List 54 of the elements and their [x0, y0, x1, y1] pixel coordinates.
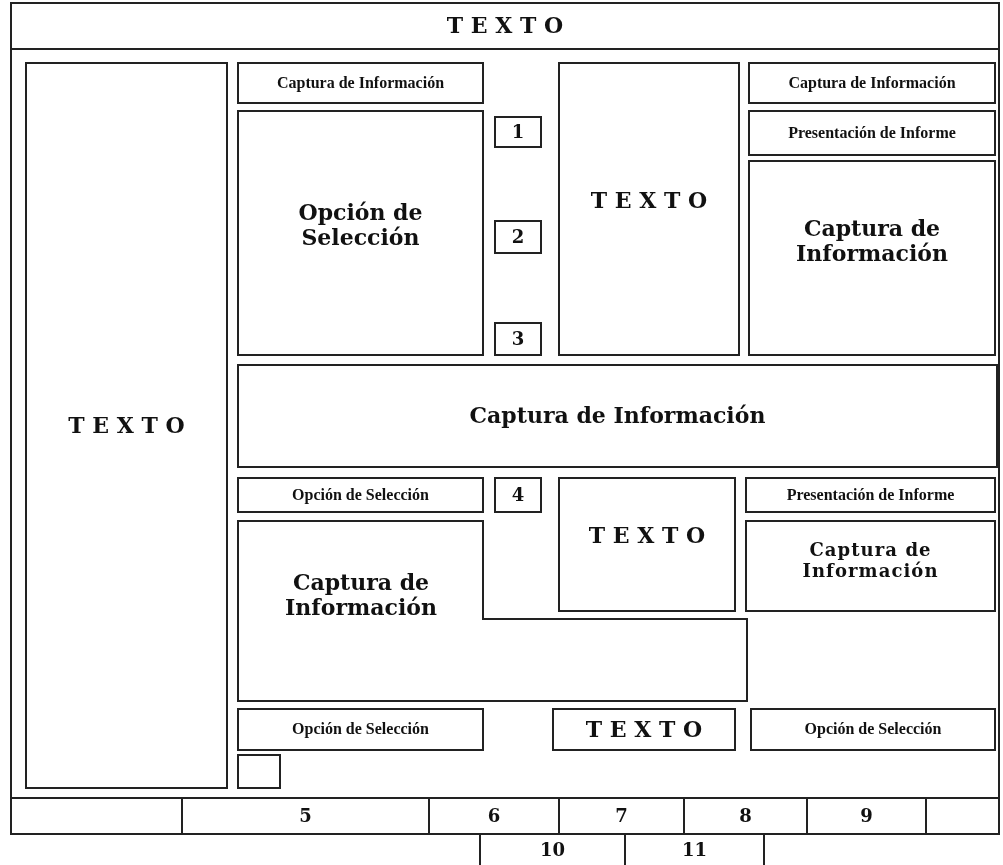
number-label: 11: [681, 839, 708, 861]
l-shaped-layout-box: [237, 520, 748, 702]
number-box: [494, 322, 542, 356]
number-box: [494, 220, 542, 254]
box-label: TEXTO: [588, 523, 713, 549]
layout-box: [558, 62, 740, 356]
layout-box: [748, 110, 996, 156]
layout-box: [748, 160, 996, 356]
box-label: Opción de Selección: [804, 720, 942, 739]
number-box: [683, 797, 808, 835]
number-label: 7: [615, 805, 628, 827]
number-label: 3: [511, 328, 525, 350]
number-box: [494, 116, 542, 148]
box-label: Captura de Información: [276, 73, 445, 93]
number-label: 5: [299, 805, 312, 827]
box-label: TEXTO: [68, 412, 193, 439]
layout-box: [748, 62, 996, 104]
layout-box: [558, 477, 736, 612]
box-label: TEXTO: [585, 716, 710, 743]
number-box: [181, 797, 430, 835]
layout-box: [237, 708, 484, 751]
number-label: 4: [511, 484, 525, 506]
box-label: Opción de Selección: [292, 485, 429, 505]
layout-box: [750, 708, 996, 751]
layout-box: [552, 708, 736, 751]
layout-box: [237, 62, 484, 104]
box-label: Captura de Información: [795, 216, 949, 267]
number-box: [806, 797, 927, 835]
box-label: TEXTO: [590, 188, 715, 214]
box-label: Opción de Selección: [297, 200, 424, 251]
box-label: TEXTO: [446, 13, 571, 39]
box-label: Opción de Selección: [292, 720, 429, 739]
number-label: 10: [539, 839, 566, 861]
number-label: 6: [487, 805, 501, 827]
number-label: 9: [860, 805, 873, 827]
box-label: Captura de Información: [468, 403, 767, 429]
number-label: 1: [511, 121, 525, 143]
number-label: 8: [739, 805, 752, 827]
box-label: Captura de Información: [801, 540, 940, 582]
box-label: Captura de Información: [788, 73, 956, 93]
box-label: Presentación de Informe: [786, 485, 955, 505]
layout-box: [745, 520, 996, 612]
layout-box: [237, 477, 484, 513]
box-label: Presentación de Informe: [788, 123, 956, 143]
number-label: 2: [511, 226, 525, 248]
number-box: [558, 797, 685, 835]
layout-box: [745, 477, 996, 513]
empty-box: [237, 754, 281, 789]
box-label: Captura de Información: [284, 570, 438, 621]
number-box: [494, 477, 542, 513]
layout-box: [237, 110, 484, 356]
layout-box: [237, 364, 998, 468]
number-box: [428, 797, 560, 835]
layout-box: [25, 62, 228, 789]
